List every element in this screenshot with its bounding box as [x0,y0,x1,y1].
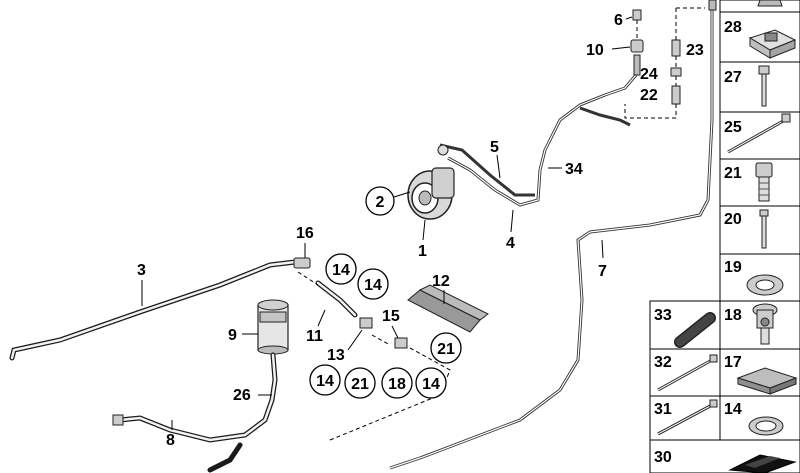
part-label-31: 31 [654,401,672,418]
slave-cylinder [407,144,455,220]
callout-34: 34 [565,161,583,178]
part-28-clip-icon [748,29,797,59]
callout-21-b: 21 [344,367,376,399]
callout-18: 18 [381,367,413,399]
callout-22: 22 [640,87,658,104]
sleeve-12 [407,284,489,333]
part-31-bolt-icon [657,399,718,436]
top-fittings [630,0,717,105]
part-18-banjo-bolt-icon [752,303,778,345]
callout-13: 13 [327,347,345,364]
svg-text:2: 2 [376,194,385,211]
callout-14-b: 14 [357,268,389,300]
svg-text:21: 21 [437,341,455,358]
callout-4: 4 [506,235,515,252]
callout-21-a: 21 [430,332,462,364]
svg-text:14: 14 [316,373,334,390]
part-label-33: 33 [654,307,672,324]
part-17-block-icon [736,367,798,395]
svg-text:14: 14 [422,376,440,393]
callout-12: 12 [432,273,450,290]
part-label-14: 14 [724,401,742,418]
svg-text:14: 14 [364,277,382,294]
callout-7: 7 [598,263,607,280]
part-label-17: 17 [724,354,742,371]
callout-11: 11 [306,328,323,345]
hydraulic-lines-drawing [9,0,717,473]
part-label-32: 32 [654,354,672,371]
callout-2: 2 [365,186,411,216]
callout-14-c: 14 [309,364,341,396]
parts-panel: 28 27 25 21 20 [649,0,800,473]
callout-23: 23 [686,42,704,59]
part-label-25: 25 [724,119,742,136]
part-label-21: 21 [724,165,742,182]
part-33-sleeve-icon [674,312,716,348]
hose-3 [9,257,311,361]
hose-11 [315,280,408,349]
callout-6: 6 [614,12,623,29]
callout-14-a: 14 [325,253,357,285]
reservoir [257,299,289,355]
part-30-tape-icon [728,454,797,473]
callout-9: 9 [228,327,237,344]
part-label-28: 28 [724,19,742,36]
callout-14-d: 14 [415,367,447,399]
part-label-27: 27 [724,69,742,86]
hose-8 [112,352,278,473]
callout-3: 3 [137,262,146,279]
callout-10: 10 [586,42,604,59]
part-25-bolt-icon [727,113,791,154]
callout-26: 26 [233,387,251,404]
callout-1: 1 [418,243,427,260]
hose-5 [439,74,638,207]
callout-labels: 6 10 23 24 22 5 34 1 4 7 3 16 12 9 11 15… [137,12,704,449]
callout-5: 5 [490,139,499,156]
callout-8: 8 [166,432,175,449]
svg-text:21: 21 [351,376,369,393]
part-label-18: 18 [724,307,742,324]
part-label-30: 30 [654,449,672,466]
part-32-bolt-icon [657,354,718,392]
svg-text:14: 14 [332,262,350,279]
svg-text:18: 18 [388,376,406,393]
pipe-7 [389,5,714,470]
part-21-screw-icon [755,162,773,202]
part-label-20: 20 [724,211,742,228]
part-19-washer-icon [746,274,784,296]
part-20-pin-icon [759,209,769,249]
callout-24: 24 [640,66,658,83]
part-label-19: 19 [724,259,742,276]
callout-16: 16 [296,225,314,242]
part-14-ring-icon [748,416,784,436]
part-27-pin-icon [758,65,770,107]
callout-15: 15 [382,308,400,325]
